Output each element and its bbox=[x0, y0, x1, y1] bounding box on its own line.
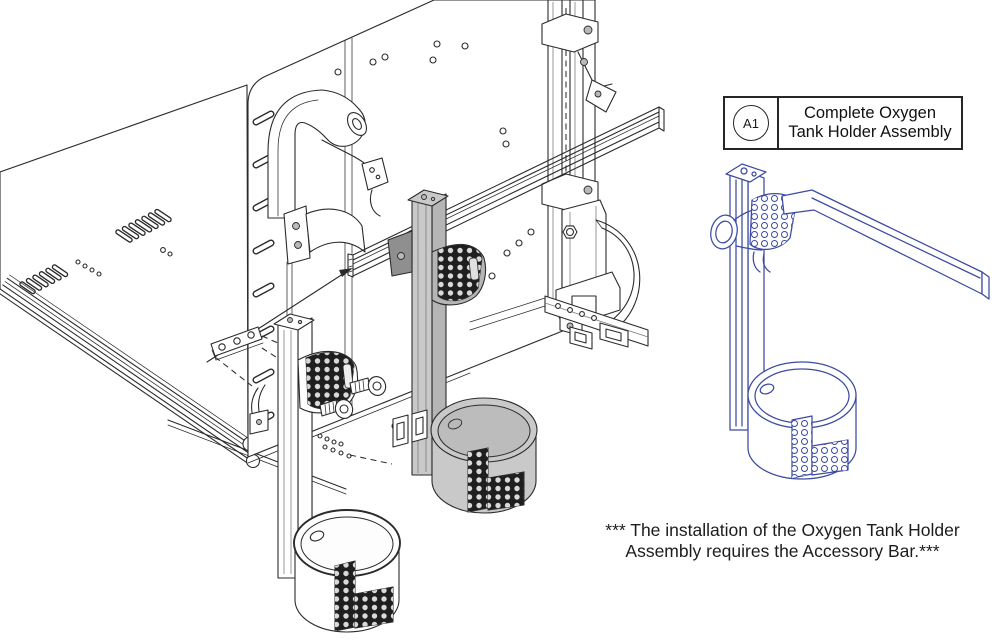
tank-basket-left bbox=[293, 509, 401, 633]
tank-basket-blue bbox=[747, 361, 857, 480]
accessory-bar-blue bbox=[781, 189, 990, 300]
base-frame bbox=[469, 295, 649, 350]
item-ref-text: A1 bbox=[743, 115, 759, 131]
bar-end-cap-left bbox=[347, 253, 354, 278]
oxygen-tank-holder-right bbox=[387, 189, 538, 514]
bar-end-cap-right bbox=[658, 106, 665, 132]
mounting-screws bbox=[319, 376, 387, 419]
cable-clamp bbox=[361, 157, 389, 191]
post-top-cap bbox=[407, 189, 449, 207]
pan-vent-slots bbox=[19, 208, 172, 295]
item-ref-badge: A1 bbox=[733, 105, 769, 141]
backrest-tube bbox=[267, 89, 389, 319]
callout-box: A1 Complete Oxygen Tank Holder Assembly bbox=[723, 96, 963, 150]
mounting-bracket bbox=[210, 326, 264, 361]
pan-rivet-holes bbox=[75, 247, 173, 277]
seat-pan bbox=[0, 84, 254, 463]
bar-mount-arm bbox=[283, 205, 366, 265]
strap-cluster bbox=[249, 384, 344, 447]
channel-brackets bbox=[392, 409, 428, 448]
right-frame-assembly bbox=[469, 0, 649, 350]
oxygen-tank-holder-left bbox=[273, 313, 401, 633]
callout-label-line2: Tank Holder Assembly bbox=[788, 123, 952, 141]
callout-ref-cell: A1 bbox=[725, 98, 779, 148]
footnote: *** The installation of the Oxygen Tank … bbox=[560, 520, 1000, 562]
callout-label-line1: Complete Oxygen bbox=[803, 104, 937, 122]
callout-label: Complete Oxygen Tank Holder Assembly bbox=[779, 98, 961, 148]
oxygen-tank-holder-assembly-drawing bbox=[710, 163, 990, 480]
post-top-cap bbox=[273, 313, 315, 331]
tank-basket-right bbox=[430, 397, 538, 514]
tube-collar-upper bbox=[541, 13, 599, 53]
main-assembly-drawing bbox=[0, 0, 665, 633]
footnote-line2: Assembly requires the Accessory Bar.*** bbox=[625, 541, 940, 561]
footnote-line1: *** The installation of the Oxygen Tank … bbox=[605, 520, 960, 540]
seat-front-rail bbox=[0, 274, 263, 469]
